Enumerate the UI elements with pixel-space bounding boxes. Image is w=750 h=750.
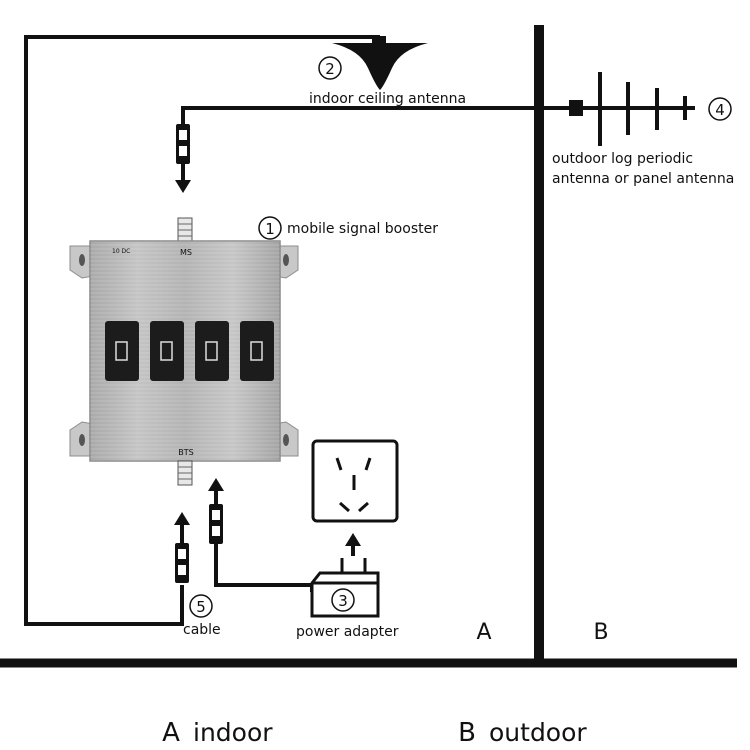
power-adapter xyxy=(310,533,380,618)
power-cable-connector xyxy=(208,478,224,544)
arrow-up-icon xyxy=(208,478,224,491)
zone-a-letter: A xyxy=(476,620,491,645)
adapter-cable-line xyxy=(214,544,314,592)
marker-circle-4 xyxy=(708,97,732,121)
arrow-up-icon xyxy=(174,512,190,525)
marker-circle-3 xyxy=(331,588,355,612)
top-cable-connector xyxy=(175,124,191,193)
ceiling-antenna-icon xyxy=(332,43,428,90)
display-window xyxy=(105,321,139,381)
booster-port-label-ms: MS xyxy=(180,248,192,257)
power-adapter-label: power adapter xyxy=(296,624,399,640)
booster-corner-mark: 10 DC xyxy=(112,248,130,255)
legend-b-letter: B xyxy=(458,718,476,748)
marker-3: 3 xyxy=(338,592,348,610)
connector-window-2 xyxy=(179,146,187,156)
arrow-down-icon xyxy=(175,180,191,193)
display-window xyxy=(240,321,274,381)
wall-socket xyxy=(311,439,399,523)
legend-a-letter: A xyxy=(162,718,180,748)
signal-booster-unit: 10 DC MS BTS xyxy=(69,217,299,486)
zone-labels: A B xyxy=(476,620,608,645)
antenna-connector xyxy=(569,100,583,116)
booster-port-label-bts: BTS xyxy=(178,448,193,457)
marker-circle-2 xyxy=(318,56,342,80)
component-labels: indoor ceiling antenna outdoor log perio… xyxy=(183,91,734,640)
marker-5: 5 xyxy=(196,598,206,616)
outdoor-antenna-label-line1: outdoor log periodic xyxy=(552,151,693,167)
zone-b-letter: B xyxy=(593,620,608,645)
booster-display-windows xyxy=(105,321,274,381)
outdoor-antenna-label-line2: antenna or panel antenna xyxy=(552,171,734,187)
marker-circle-5 xyxy=(189,594,213,618)
number-markers: 2 4 1 3 5 xyxy=(189,56,732,618)
outdoor-to-booster-line xyxy=(181,106,540,125)
mount-hole xyxy=(79,434,85,446)
mount-hole xyxy=(283,434,289,446)
building-structure xyxy=(0,25,737,668)
marker-2: 2 xyxy=(325,60,335,78)
legend-a-text: indoor xyxy=(193,718,273,747)
ceiling-antenna-mount xyxy=(372,36,386,44)
arrow-up-icon xyxy=(345,533,361,546)
legend-b-text: outdoor xyxy=(489,718,587,747)
bottom-cable-connector xyxy=(174,512,190,583)
outdoor-antenna xyxy=(540,72,695,146)
legend: A indoor B outdoor xyxy=(162,718,587,748)
mount-hole xyxy=(283,254,289,266)
marker-1: 1 xyxy=(265,220,275,238)
mount-hole xyxy=(79,254,85,266)
marker-circle-1 xyxy=(258,216,282,240)
indoor-ceiling-antenna xyxy=(332,36,428,90)
cable-label: cable xyxy=(183,622,221,638)
marker-4: 4 xyxy=(715,101,725,119)
display-window xyxy=(195,321,229,381)
connector-window-1 xyxy=(179,130,187,140)
indoor-antenna-label: indoor ceiling antenna xyxy=(309,91,466,107)
booster-label: mobile signal booster xyxy=(287,221,438,237)
display-window xyxy=(150,321,184,381)
